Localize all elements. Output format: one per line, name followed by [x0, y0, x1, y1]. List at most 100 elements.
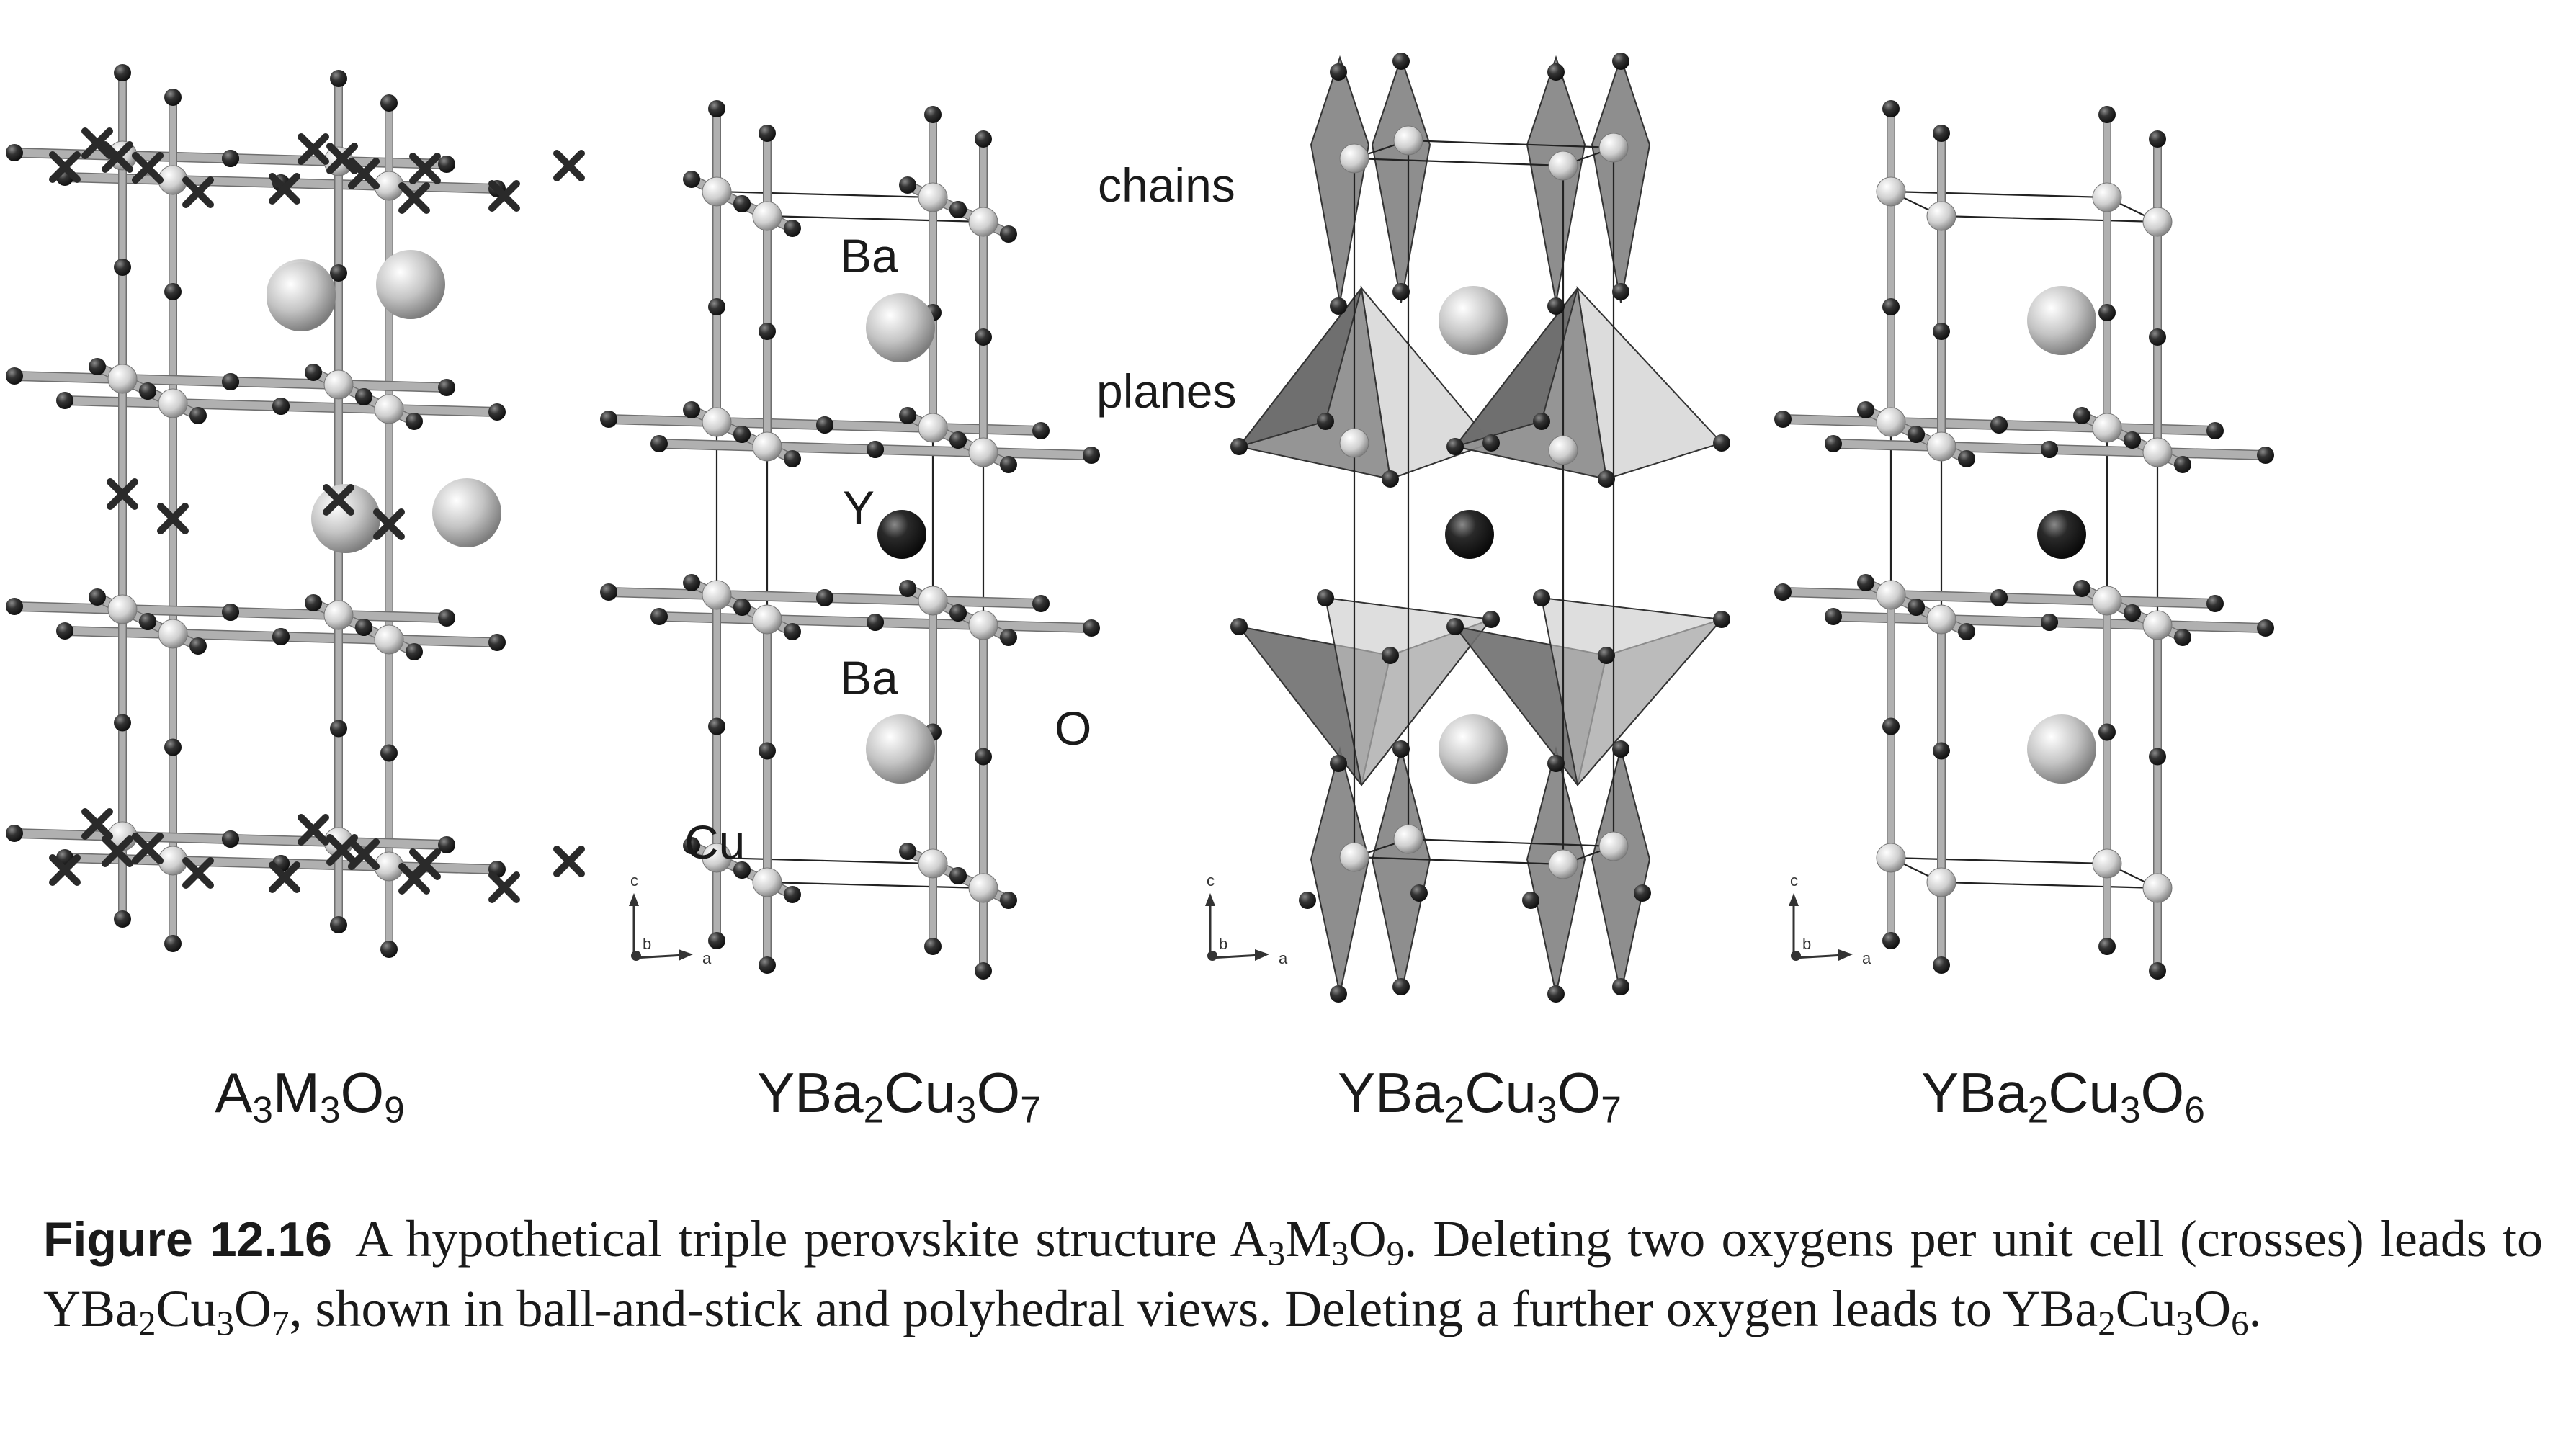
oxygen-atom — [2149, 328, 2166, 346]
oxygen-atom — [1446, 618, 1464, 635]
oxygen-atom — [1882, 298, 1900, 315]
bond — [1779, 588, 1895, 599]
barium-atom — [2027, 714, 2096, 784]
oxygen-atom — [1330, 63, 1347, 81]
copper-atom — [918, 413, 948, 443]
barium-atom — [866, 714, 935, 784]
deleted-oxygen-cross — [488, 180, 520, 212]
oxygen-atom — [89, 358, 106, 375]
oxygen-atom — [1522, 892, 1539, 909]
axis-a-arrow — [1255, 949, 1269, 961]
copper-atom — [1393, 824, 1423, 854]
oxygen-atom — [1533, 413, 1550, 430]
unit-cell-edge — [1354, 856, 1564, 866]
bond — [169, 629, 285, 641]
copper-atom — [702, 176, 732, 207]
axis-a-arrow — [679, 949, 693, 961]
bond — [334, 380, 451, 392]
oxygen-atom — [1882, 717, 1900, 735]
oxygen-atom — [2206, 595, 2224, 612]
bond — [1937, 615, 2054, 627]
copper-atom — [752, 604, 782, 635]
deleted-oxygen-cross — [326, 834, 358, 866]
copper-atom — [2142, 207, 2173, 237]
bond — [820, 421, 937, 432]
bond — [763, 615, 880, 627]
oxygen-atom — [899, 176, 916, 194]
oxygen-atom — [2098, 304, 2116, 321]
oxygen-atom — [1000, 629, 1017, 646]
axis-b-label: b — [1802, 935, 1811, 953]
axis-c-label: c — [630, 871, 638, 889]
oxygen-atom — [488, 634, 506, 651]
oxygen-atom — [406, 413, 423, 430]
bond — [979, 448, 1096, 460]
oxygen-atom — [816, 589, 833, 606]
oxygen-atom — [2149, 962, 2166, 980]
atoms-layer — [6, 53, 2274, 1003]
copper-atom — [1548, 435, 1578, 465]
coordination-polyhedron-face — [1526, 55, 1586, 303]
coordination-polyhedron-face — [1360, 285, 1493, 480]
deleted-oxygen-cross — [553, 150, 585, 182]
copper-atom — [1548, 849, 1578, 879]
bond — [2045, 445, 2162, 457]
axis-b-label: b — [643, 935, 651, 953]
bond — [2153, 448, 2270, 460]
polyhedra-layer — [1237, 55, 1725, 995]
oxygen-atom — [1598, 470, 1615, 488]
oxygen-atom — [1825, 435, 1842, 452]
oxygen-atom — [189, 637, 207, 655]
oxygen-atom — [1882, 932, 1900, 949]
oxygen-atom — [56, 392, 73, 409]
oxygen-atom — [330, 916, 347, 933]
oxygen-atom — [975, 130, 992, 148]
label-chains: chains — [1098, 158, 1235, 212]
copper-atom — [1339, 842, 1369, 872]
oxygen-atom — [784, 450, 801, 467]
deleted-oxygen-cross — [409, 848, 441, 880]
oxygen-atom — [759, 742, 776, 760]
oxygen-atom — [1908, 599, 1925, 616]
barium-atom — [1439, 714, 1508, 784]
oxygen-atom — [139, 613, 156, 630]
oxygen-atom — [1598, 647, 1615, 664]
deleted-oxygen-cross — [269, 861, 300, 893]
oxygen-atom — [1882, 100, 1900, 117]
oxygen-atom — [1634, 884, 1651, 902]
oxygen-atom — [1612, 740, 1629, 758]
label-planes: planes — [1096, 364, 1237, 418]
oxygen-atom — [114, 714, 131, 732]
oxygen-atom — [1317, 589, 1334, 606]
coordination-polyhedron-face — [1540, 596, 1723, 787]
bond — [118, 605, 235, 617]
coordination-polyhedron-face — [1237, 287, 1362, 448]
oxygen-atom — [683, 401, 700, 418]
deleted-oxygen-cross — [373, 508, 405, 540]
deleted-oxygen-cross — [269, 173, 300, 205]
bond — [712, 591, 829, 602]
formula-ybco7-ball-stick: YBa2Cu3O7 — [757, 1061, 1041, 1131]
copper-atom — [1598, 831, 1629, 861]
oxygen-atom — [1446, 438, 1464, 455]
oxygen-atom — [1000, 456, 1017, 473]
copper-atom — [1598, 133, 1629, 163]
oxygen-atom — [899, 580, 916, 597]
copper-atom — [1876, 843, 1906, 873]
oxygen-atom — [406, 643, 423, 660]
copper-atom — [1926, 604, 1956, 635]
label-ba-top: Ba — [840, 229, 898, 282]
unit-cell-edge — [1890, 856, 2108, 865]
coordination-polyhedron-face — [1371, 746, 1431, 995]
deleted-oxygen-cross — [553, 846, 585, 877]
oxygen-atom — [89, 588, 106, 606]
bond — [2103, 596, 2219, 608]
oxygen-atom — [2174, 629, 2191, 646]
oxygen-atom — [683, 574, 700, 591]
copper-atom — [107, 364, 138, 394]
copper-atom — [1926, 201, 1956, 231]
oxygen-atom — [816, 416, 833, 434]
crosses-layer — [49, 127, 585, 903]
unit-cell-edge — [1408, 838, 1614, 848]
